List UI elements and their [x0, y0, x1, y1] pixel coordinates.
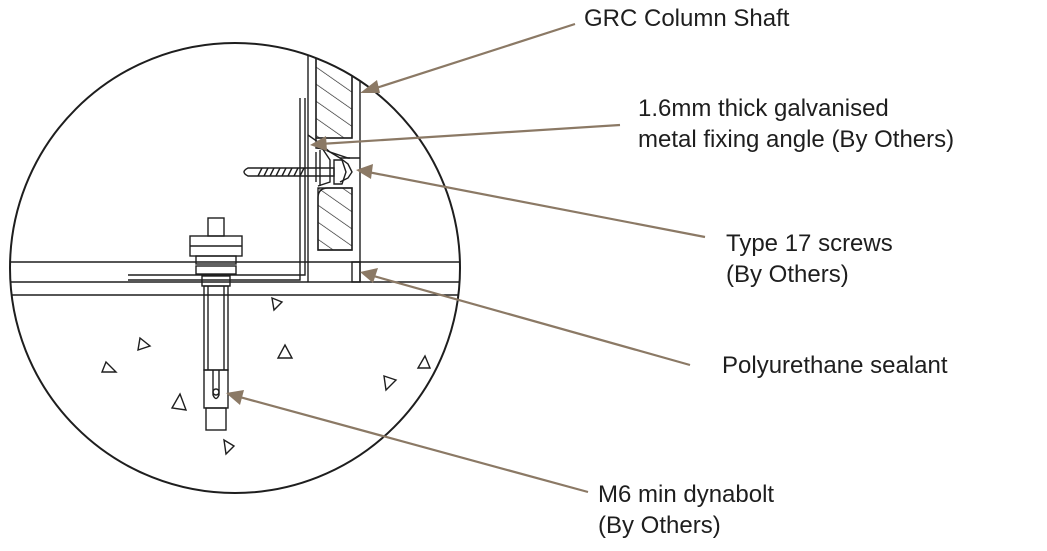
leader-arrowheads [226, 80, 380, 405]
type-17-screw [243, 159, 347, 185]
arrow-screws [356, 164, 373, 179]
dynabolt [189, 217, 243, 431]
detail-circle [9, 42, 461, 494]
leader-lines [235, 22, 706, 494]
concrete-aggregate [100, 296, 432, 456]
polyurethane-sealant [351, 261, 361, 283]
leader-grc-column-shaft [369, 22, 576, 92]
label-type-17-screws: Type 17 screws (By Others) [726, 230, 893, 288]
detail-content [10, 43, 460, 456]
leader-sealant [369, 273, 691, 367]
arrow-fixing-angle [310, 136, 327, 151]
leader-dynabolt [235, 394, 589, 494]
leader-fixing-angle [319, 123, 621, 146]
metal-fixing-angle [128, 98, 360, 281]
label-polyurethane-sealant: Polyurethane sealant [722, 352, 948, 379]
label-fixing-angle: 1.6mm thick galvanised metal fixing angl… [638, 95, 955, 153]
arrow-grc [360, 80, 380, 93]
label-grc-column-shaft: GRC Column Shaft [584, 5, 790, 32]
arrow-sealant [360, 268, 378, 283]
arrow-dynabolt [226, 390, 244, 405]
label-m6-dynabolt: M6 min dynabolt (By Others) [598, 481, 775, 539]
leader-screws [367, 170, 706, 239]
